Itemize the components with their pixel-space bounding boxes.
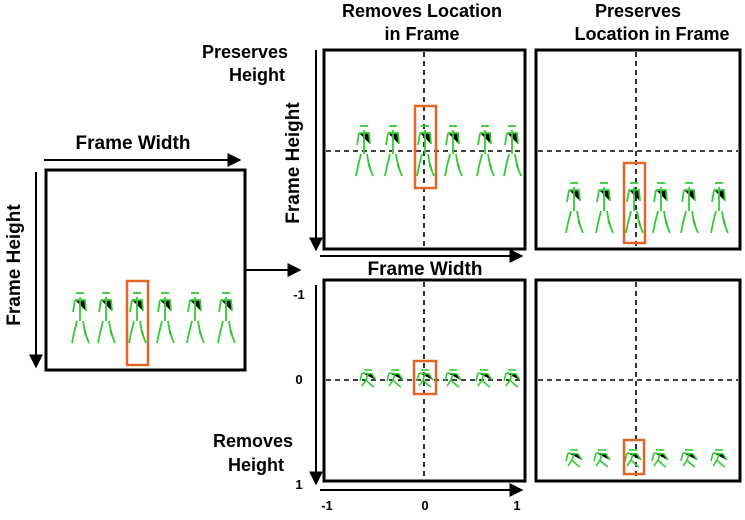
original-frame <box>44 168 247 372</box>
row-removes-height-line1: Removes <box>213 431 293 451</box>
y-tick-one: 1 <box>295 477 302 492</box>
header-removes-location-line2: in Frame <box>384 24 459 44</box>
frame-width-label-mid: Frame Width <box>368 259 483 280</box>
highlight-box-original <box>125 279 150 367</box>
header-preserves-location-line1: Preserves <box>595 1 681 21</box>
frame-height-label-mid: Frame Height <box>283 102 304 224</box>
highlight-box-a <box>413 104 438 190</box>
y-tick-minus-one: -1 <box>293 287 305 302</box>
highlight-box-b <box>622 161 647 245</box>
frame-width-label-top: Frame Width <box>76 133 191 154</box>
y-tick-zero: 0 <box>295 372 302 387</box>
x-tick-one: 1 <box>513 498 520 513</box>
header-preserves-location-line2: Location in Frame <box>574 24 729 44</box>
x-tick-zero: 0 <box>421 498 428 513</box>
x-tick-minus-one: -1 <box>321 498 333 513</box>
row-preserves-height-line2: Height <box>229 65 285 85</box>
frame-height-label-left: Frame Height <box>4 204 25 326</box>
highlight-box-c <box>412 359 438 396</box>
row-removes-height-line2: Height <box>228 455 284 475</box>
header-removes-location-line1: Removes Location <box>342 1 502 21</box>
highlight-box-d <box>622 438 646 476</box>
row-preserves-height-line1: Preserves <box>202 42 288 62</box>
